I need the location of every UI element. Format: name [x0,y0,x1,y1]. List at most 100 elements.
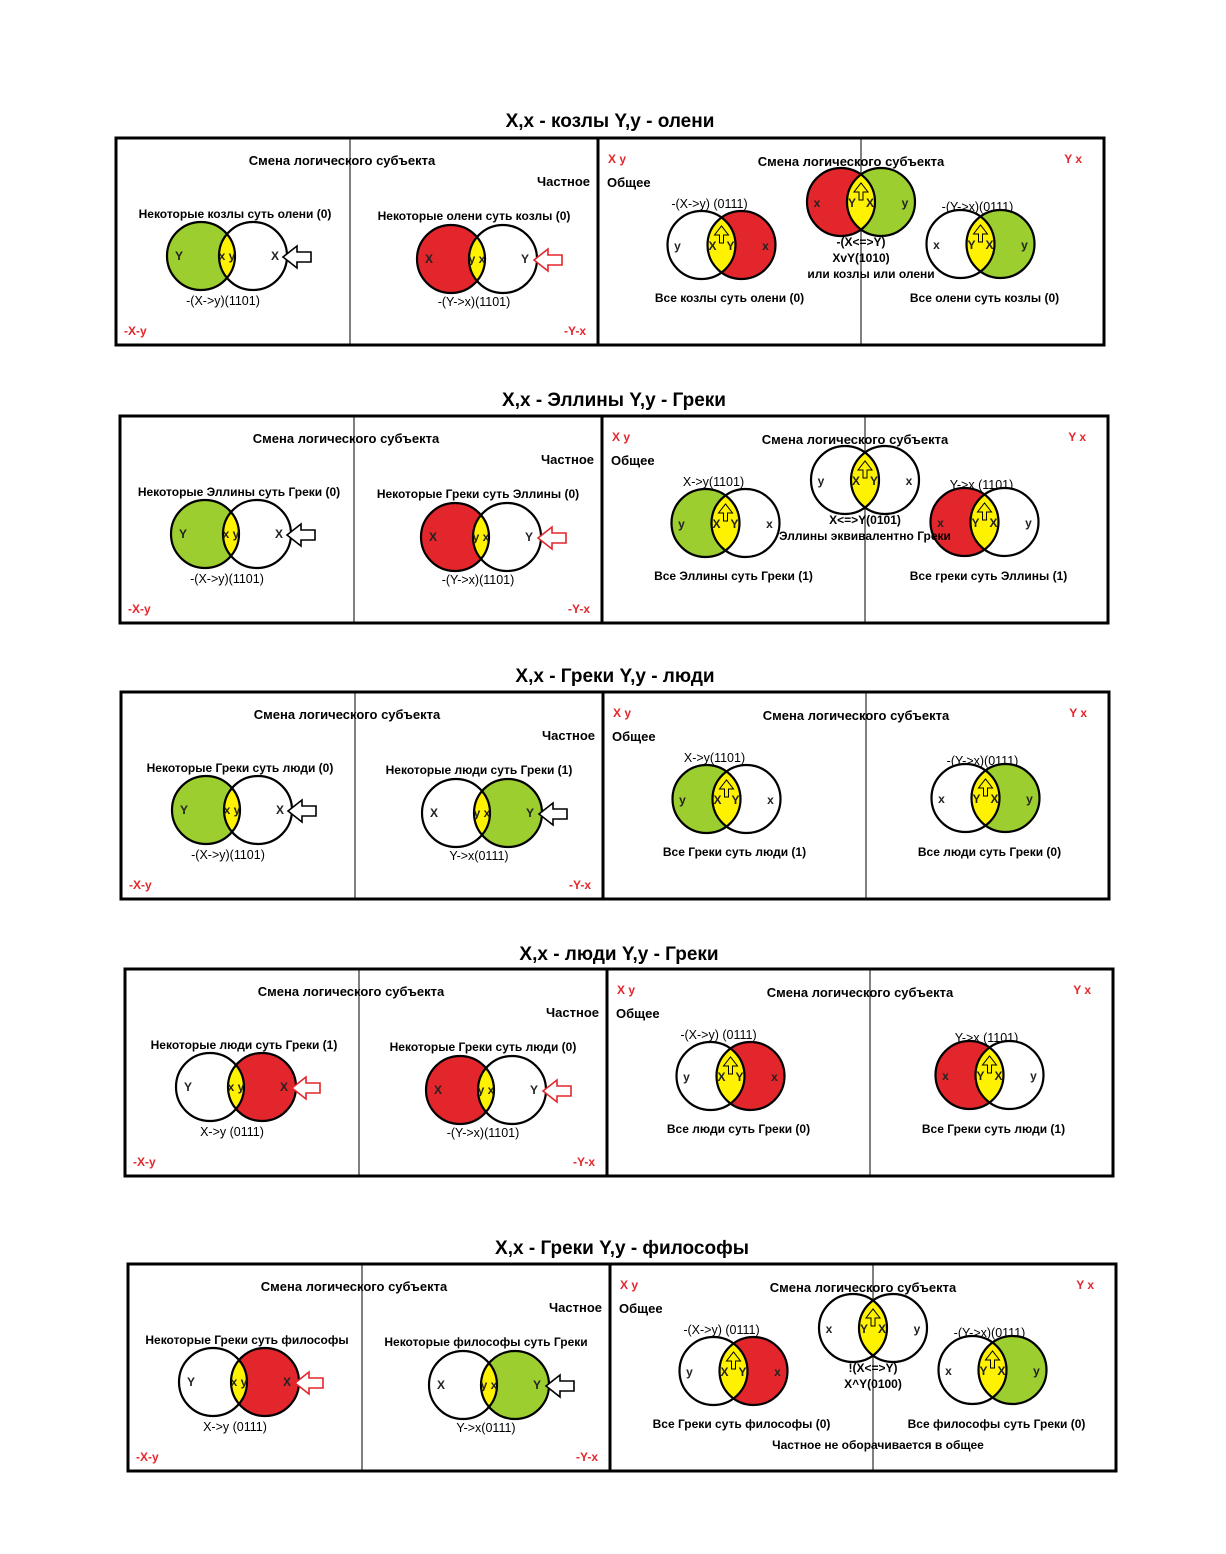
venn-right-circle [469,225,537,293]
corner-yx: Y x [1064,152,1082,166]
venn-label-4: y [1021,238,1028,252]
venn-intersection [851,446,879,514]
venn-label-2: Y [976,1069,984,1083]
statement-1: Некоторые Греки суть философы [145,1333,348,1347]
venn-label-1: x [937,516,944,530]
venn-label-3: Y [730,517,738,531]
venn-label-right: X [280,1080,288,1094]
small-arrow-icon [972,224,989,243]
venn-label-right: Y [521,252,529,266]
right-header: Смена логического субъекта [767,985,954,1000]
panel-title: X,x - люди Y,y - Греки [519,944,718,965]
venn-label-2: X [713,793,721,807]
venn-label-2: X [708,239,716,253]
formula-2: Y->x(0111) [456,1421,515,1435]
venn-intersection [719,1337,748,1405]
small-arrow-icon [981,1055,998,1074]
small-arrow-icon [713,225,730,244]
statement-3: Все Греки суть философы (0) [653,1417,831,1431]
venn-label-center: y x [478,1083,495,1097]
venn-left-circle [426,1056,494,1124]
center-formula-3: или козлы или олени [807,267,934,281]
right-header: Смена логического субъекта [762,432,949,447]
small-arrow-icon [722,1056,739,1075]
left-arrow-icon [285,522,316,548]
venn-label-3: Y [870,474,878,488]
venn-intersection [966,210,995,278]
small-arrow-icon [984,1350,1001,1369]
venn-intersection [716,1042,745,1110]
venn-label-2: X [720,1365,728,1379]
venn-label-1: x [942,1069,949,1083]
small-arrow-icon [976,502,993,521]
label-obshee: Общее [611,453,655,468]
venn-label-center: y x [481,1378,498,1392]
small-arrow-icon [864,1308,882,1327]
venn-label-2: Y [972,792,980,806]
venn-label-4: y [914,1322,921,1336]
right-header: Смена логического субъекта [758,154,945,169]
formula-2: -(Y->x)(1101) [442,573,515,587]
venn-left-circle [172,776,240,844]
venn-label-center: x y [219,249,236,263]
venn-label-1: y [818,474,825,488]
center-formula-1: !(X<=>Y) [848,1361,897,1375]
venn-label-4: y [1025,516,1032,530]
corner-xy: X y [612,430,630,444]
statement-1: Некоторые Эллины суть Греки (0) [138,485,340,499]
venn-label-1: x [814,196,821,210]
venn-label-2: Y [971,516,979,530]
venn-label-2: X [852,474,860,488]
venn-label-center: x y [223,527,240,541]
formula-1: -(X->y)(1101) [190,572,264,586]
corner-xy: X y [613,706,631,720]
center-formula-2: Эллины эквивалентно Греки [779,529,951,543]
label-obshee: Общее [607,175,651,190]
venn-label-left: X [437,1378,445,1392]
venn-label-2: Y [848,196,856,210]
statement-4: Все греки суть Эллины (1) [910,569,1068,583]
venn-left-circle [171,500,239,568]
venn-label-left: Y [179,527,187,541]
label-chastnoe: Частное [541,452,594,467]
venn-label-1: y [678,517,685,531]
venn-label-4: x [771,1070,778,1084]
panel-frame [119,690,1111,901]
formula-2: Y->x(0111) [449,849,508,863]
venn-left-circle [422,779,490,847]
left-arrow-icon [290,1075,321,1101]
venn-label-3: X [989,516,997,530]
label-obshee: Общее [612,729,656,744]
left-header: Смена логического субъекта [254,707,441,722]
small-arrow-icon [717,503,734,522]
corner-label-right: -Y-x [576,1450,598,1464]
panel-frame [123,967,1115,1178]
panel-title: X,x - козлы Y,y - олени [506,111,715,132]
formula-3: -(X->y) (0111) [683,1323,759,1337]
venn-intersection [975,1041,1004,1109]
statement-2: Некоторые Греки суть Эллины (0) [377,487,579,501]
venn-right-circle [219,222,287,290]
venn-label-2: Y [979,1364,987,1378]
venn-label-1: x [945,1364,952,1378]
venn-right-circle [228,1053,296,1121]
right-header: Смена логического субъекта [770,1280,957,1295]
left-header: Смена логического субъекта [258,984,445,999]
left-arrow-icon [536,525,567,551]
corner-yx: Y x [1073,983,1091,997]
label-obshee: Общее [616,1006,660,1021]
venn-label-left: X [429,530,437,544]
venn-intersection [712,765,741,833]
formula-2: -(Y->x)(1101) [447,1126,520,1140]
label-obshee: Общее [619,1301,663,1316]
venn-label-left: Y [180,803,188,817]
venn-label-1: y [674,239,681,253]
